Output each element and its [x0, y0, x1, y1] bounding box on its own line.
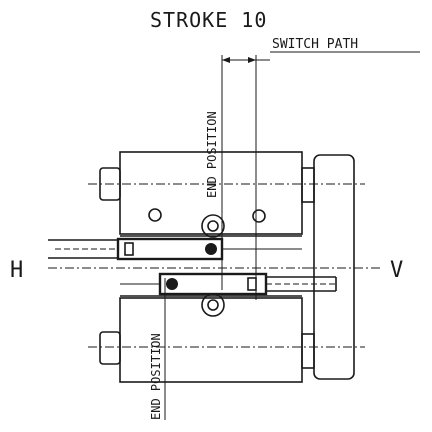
upper-switch-sensor-point: [205, 243, 217, 255]
piston-rod-hole-upper: [201, 214, 225, 238]
stroke-label: STROKE 10: [150, 8, 267, 32]
dimension-arrow-right: [248, 57, 256, 63]
left-side-label: H: [10, 258, 23, 283]
lower-body: [119, 297, 303, 383]
flange-connector-bottom: [301, 333, 315, 369]
left-boss-bottom: [99, 331, 121, 365]
lower-switch-sensor-point: [166, 278, 178, 290]
dimension-arrow-left: [222, 57, 230, 63]
piston-rod-hole-lower-inner: [207, 299, 219, 311]
upper-switch-led: [124, 242, 134, 256]
front-flange: [313, 154, 355, 380]
switch-path-label: SWITCH PATH: [272, 37, 358, 52]
mounting-hole-left: [148, 208, 162, 222]
end-position-bottom-label: END POSITION: [149, 333, 163, 420]
right-side-label: V: [390, 258, 403, 283]
mounting-hole-right: [252, 209, 266, 223]
piston-rod-hole-upper-inner: [207, 220, 219, 232]
lower-switch-led: [247, 277, 257, 291]
flange-connector-top: [301, 167, 315, 203]
end-position-top-label: END POSITION: [205, 111, 219, 198]
